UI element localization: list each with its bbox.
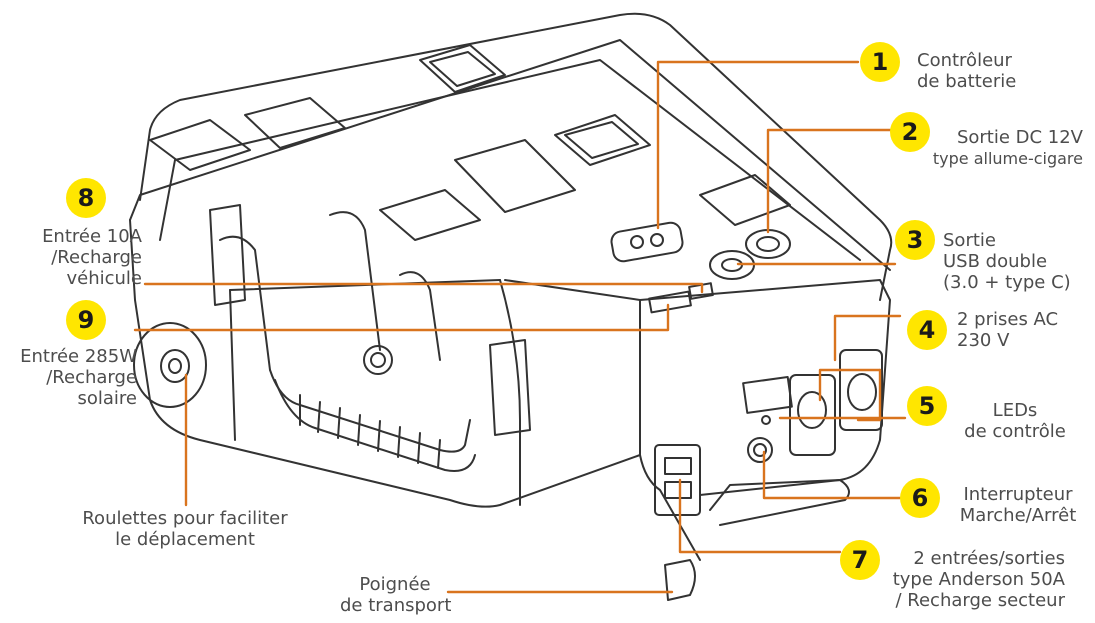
- case-lid: [129, 12, 893, 301]
- label-battery-controller: Contrôleur de batterie: [917, 50, 1016, 92]
- wheel: [133, 322, 207, 408]
- label-ac-sockets: 2 prises AC 230 V: [957, 309, 1058, 351]
- leader-6: [762, 450, 902, 500]
- label-wheels-line-2: le déplacement: [115, 529, 255, 550]
- label-7-line-3: / Recharge secteur: [895, 590, 1066, 611]
- label-2-line-1: Sortie DC 12V: [956, 127, 1083, 148]
- badge-8: 8: [66, 178, 106, 218]
- label-wheels-line-1: Roulettes pour faciliter: [82, 508, 288, 529]
- badge-7: 7: [840, 540, 880, 580]
- leader-4c: [856, 368, 882, 422]
- leader-4b: [818, 368, 882, 402]
- label-9-line-3: solaire: [77, 388, 137, 409]
- label-6-line-2: Marche/Arrêt: [959, 505, 1077, 526]
- side-panel: [654, 349, 883, 601]
- label-solar-input: Entrée 285W /Recharge solaire: [20, 346, 137, 409]
- label-7-line-1: 2 entrées/sorties: [913, 548, 1065, 569]
- label-vehicle-input: Entrée 10A /Recharge véhicule: [42, 226, 142, 289]
- label-5-line-1: LEDs: [992, 400, 1038, 421]
- badge-3: 3: [895, 220, 935, 260]
- label-8-line-3: véhicule: [66, 268, 142, 289]
- label-dc-output: Sortie DC 12V type allume-cigare: [933, 127, 1083, 169]
- label-usb-output: Sortie USB double (3.0 + type C): [943, 230, 1071, 293]
- badge-6: 6: [900, 478, 940, 518]
- leader-4: [833, 314, 902, 362]
- label-8-line-2: /Recharge: [51, 247, 142, 268]
- label-5-line-2: de contrôle: [964, 421, 1066, 442]
- leader-7: [678, 478, 842, 554]
- label-3-line-1: Sortie: [943, 230, 996, 251]
- label-4-line-2: 230 V: [957, 330, 1010, 351]
- badge-1: 1: [860, 42, 900, 82]
- badge-2: 2: [890, 112, 930, 152]
- label-switch: Interrupteur Marche/Arrêt: [948, 484, 1088, 526]
- leader-8: [143, 282, 704, 294]
- label-handle-line-2: de transport: [340, 595, 452, 616]
- label-9-line-2: /Recharge: [46, 367, 137, 388]
- label-1-line-1: Contrôleur: [917, 50, 1012, 71]
- label-wheels: Roulettes pour faciliter le déplacement: [60, 508, 310, 550]
- leader-1: [656, 60, 860, 230]
- label-9-line-1: Entrée 285W: [20, 346, 137, 367]
- label-3-line-2: USB double: [943, 251, 1048, 272]
- leader-9: [133, 303, 670, 332]
- label-8-line-1: Entrée 10A: [42, 226, 142, 247]
- label-leds: LEDs de contrôle: [950, 400, 1080, 442]
- label-4-line-1: 2 prises AC: [957, 309, 1059, 330]
- label-handle-line-1: Poignée: [359, 574, 431, 595]
- label-7-line-2: type Anderson 50A: [892, 569, 1065, 590]
- badge-4: 4: [907, 310, 947, 350]
- label-1-line-2: de batterie: [917, 71, 1017, 92]
- label-anderson: 2 entrées/sorties type Anderson 50A / Re…: [893, 548, 1065, 611]
- label-handle: Poignée de transport: [340, 574, 452, 616]
- label-6-line-1: Interrupteur: [963, 484, 1073, 505]
- label-3-line-3: (3.0 + type C): [943, 272, 1071, 293]
- label-2-line-2: type allume-cigare: [932, 149, 1083, 168]
- leader-2: [766, 128, 892, 234]
- badge-5: 5: [907, 386, 947, 426]
- badge-9: 9: [66, 300, 106, 340]
